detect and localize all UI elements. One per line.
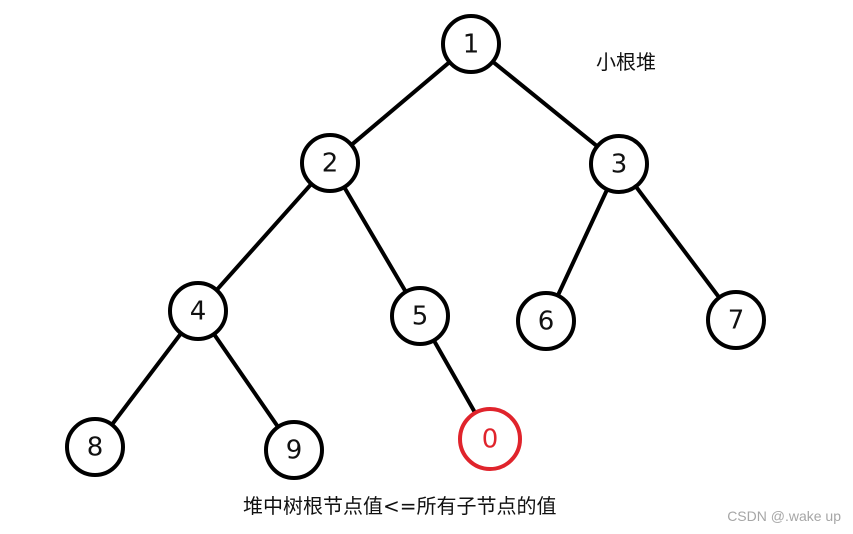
tree-node-label: 7 bbox=[728, 306, 745, 336]
tree-node-9: 9 bbox=[264, 420, 324, 480]
tree-node-circle bbox=[264, 420, 324, 480]
heap-type-label: 小根堆 bbox=[596, 50, 656, 74]
tree-node-label: 4 bbox=[190, 297, 207, 327]
tree-node-circle bbox=[458, 407, 522, 471]
tree-node-label: 0 bbox=[482, 425, 499, 455]
tree-node-4: 4 bbox=[168, 281, 228, 341]
tree-edge-3-7 bbox=[633, 184, 722, 300]
tree-node-label: 9 bbox=[286, 436, 303, 466]
tree-edge-2-5 bbox=[342, 185, 408, 294]
tree-node-circle bbox=[516, 291, 576, 351]
tree-node-circle bbox=[390, 286, 450, 346]
tree-node-0: 0 bbox=[458, 407, 522, 471]
tree-edge-4-8 bbox=[109, 331, 184, 427]
tree-edge-1-2 bbox=[349, 60, 452, 147]
tree-node-circle bbox=[706, 290, 766, 350]
tree-node-3: 3 bbox=[589, 134, 649, 194]
tree-node-label: 6 bbox=[538, 307, 555, 337]
tree-node-7: 7 bbox=[706, 290, 766, 350]
tree-edge-3-6 bbox=[555, 187, 610, 298]
tree-node-8: 8 bbox=[65, 417, 125, 477]
tree-node-circle bbox=[441, 14, 501, 74]
tree-node-circle bbox=[168, 281, 228, 341]
tree-node-label: 5 bbox=[412, 302, 429, 332]
tree-node-2: 2 bbox=[300, 133, 360, 193]
tree-edge-4-9 bbox=[211, 332, 281, 429]
tree-node-circle bbox=[589, 134, 649, 194]
tree-node-label: 8 bbox=[87, 433, 104, 463]
tree-node-circle bbox=[65, 417, 125, 477]
tree-node-label: 1 bbox=[463, 30, 480, 60]
tree-node-6: 6 bbox=[516, 291, 576, 351]
watermark: CSDN @.wake up bbox=[727, 508, 841, 524]
tree-edges bbox=[109, 59, 722, 429]
tree-edge-5-0 bbox=[431, 338, 478, 415]
tree-node-label: 2 bbox=[322, 149, 339, 179]
tree-node-5: 5 bbox=[390, 286, 450, 346]
tree-edge-1-3 bbox=[490, 59, 600, 149]
tree-edge-2-4 bbox=[214, 181, 314, 293]
tree-node-1: 1 bbox=[441, 14, 501, 74]
tree-nodes: 1 2 3 4 5 6 7 8 9 0 bbox=[65, 14, 766, 480]
tree-node-label: 3 bbox=[611, 150, 628, 180]
diagram-caption: 堆中树根节点值<=所有子节点的值 bbox=[243, 494, 557, 518]
tree-node-circle bbox=[300, 133, 360, 193]
